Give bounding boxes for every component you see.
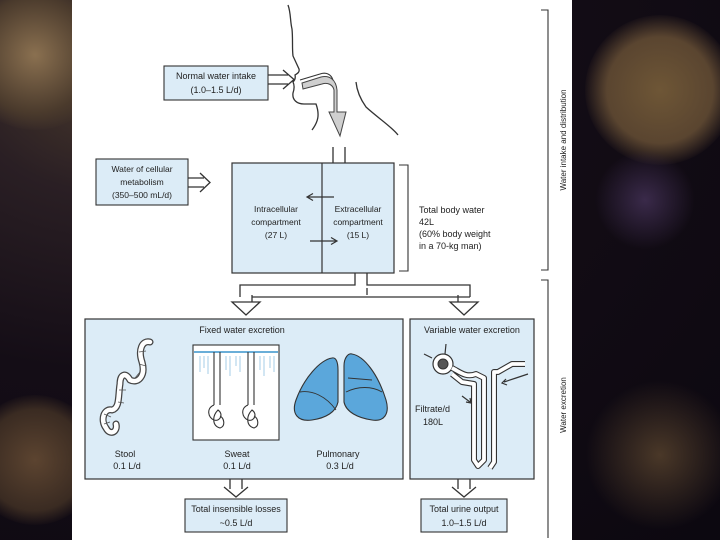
extracellular-line2: compartment <box>333 217 383 227</box>
total-insensible-losses-box <box>184 498 288 533</box>
colon-segments <box>103 350 147 425</box>
left-lung <box>293 357 339 421</box>
side-label-excretion: Water excretion <box>559 377 568 433</box>
split-arrows <box>239 273 471 309</box>
bokeh-light-mid-right <box>595 150 695 250</box>
total-body-water-line1: Total body water <box>419 205 485 215</box>
intracellular-line3: (27 L) <box>265 230 287 240</box>
total-body-water-bracket <box>399 164 409 272</box>
urine-line2: 1.0–1.5 L/d <box>441 518 486 528</box>
intracellular-line1: Intracellular <box>254 204 298 214</box>
intake-label-line1: Normal water intake <box>176 71 256 81</box>
exchange-arrow-right <box>310 236 339 246</box>
split-arrow-heads <box>230 301 480 316</box>
urine-line1: Total urine output <box>429 504 499 514</box>
colon-illustration-inner <box>100 339 153 435</box>
collecting-duct-inner <box>488 362 525 470</box>
metabolism-arrow <box>188 172 211 193</box>
filtrate-line2: 180L <box>423 417 443 427</box>
sweat-label: Sweat <box>224 449 250 459</box>
diagram-slide: Normal water intake (1.0–1.5 L/d) Water … <box>72 0 572 540</box>
body-water-compartments-box <box>231 162 395 274</box>
total-body-water-line3: (60% body weight <box>419 229 491 239</box>
digestive-tract <box>301 76 347 138</box>
extracellular-line3: (15 L) <box>347 230 369 240</box>
pulmonary-value: 0.3 L/d <box>326 461 354 471</box>
lung-lobe-lines <box>299 377 383 411</box>
extracellular-line1: Extracellular <box>335 204 382 214</box>
total-body-water-line4: in a 70-kg man) <box>419 241 482 251</box>
pulmonary-label: Pulmonary <box>316 449 360 459</box>
head-profile <box>287 4 319 131</box>
filtrate-line1: Filtrate/d <box>415 404 450 414</box>
neck-shoulders <box>355 81 399 136</box>
intake-label-line2: (1.0–1.5 L/d) <box>190 85 241 95</box>
sweat-gland-ducts <box>213 352 255 405</box>
sweat-value: 0.1 L/d <box>223 461 251 471</box>
intracellular-line2: compartment <box>251 217 301 227</box>
insensible-arrow <box>223 479 249 498</box>
fixed-excretion-title: Fixed water excretion <box>199 325 285 335</box>
bokeh-light-top-right <box>585 15 720 165</box>
bokeh-light-bottom-right <box>585 380 720 530</box>
glomerulus <box>437 358 449 370</box>
urine-arrow <box>451 479 477 498</box>
metabolism-label-line3: (350–500 mL/d) <box>112 190 172 200</box>
intake-arrow-to-mouth <box>268 69 295 90</box>
total-body-water-line2: 42L <box>419 217 434 227</box>
mouth-opening <box>299 72 334 81</box>
excretion-bracket <box>541 279 549 538</box>
afferent-vessel <box>423 343 447 359</box>
skin-texture <box>199 356 275 376</box>
side-label-intake-distribution: Water intake and distribution <box>559 89 568 190</box>
intake-distribution-bracket <box>541 9 549 271</box>
exchange-arrow-left <box>305 192 334 202</box>
metabolism-label-line2: metabolism <box>120 177 163 187</box>
cellular-metabolism-box <box>95 158 189 206</box>
variable-excretion-title: Variable water excretion <box>424 325 520 335</box>
water-balance-diagram: Normal water intake (1.0–1.5 L/d) Water … <box>84 4 568 538</box>
reabsorption-arrows <box>461 373 529 404</box>
stool-value: 0.1 L/d <box>113 461 141 471</box>
sweat-gland-coils <box>208 404 259 429</box>
total-urine-output-box <box>420 498 508 533</box>
normal-water-intake-box <box>163 65 269 101</box>
insensible-line2: ~0.5 L/d <box>220 518 253 528</box>
insensible-line1: Total insensible losses <box>191 504 281 514</box>
renal-tubule-inner <box>450 366 486 468</box>
intake-arrow-to-compartments <box>332 147 346 163</box>
stool-label: Stool <box>115 449 136 459</box>
metabolism-label-line1: Water of cellular <box>111 164 172 174</box>
